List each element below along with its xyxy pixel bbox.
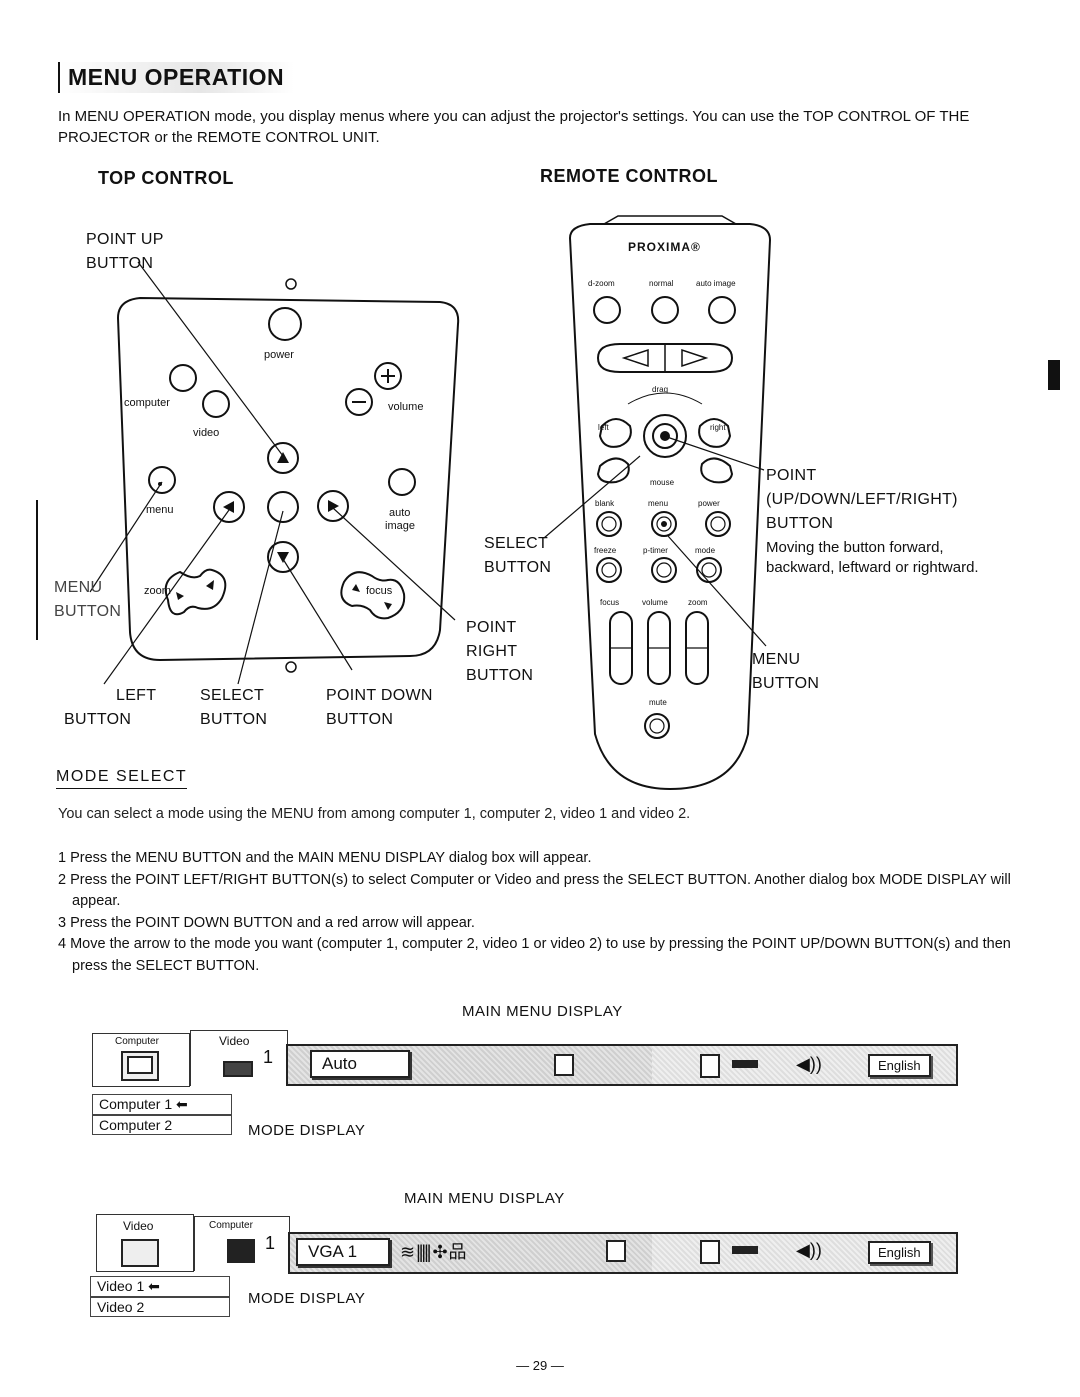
remote-left-label: left [598,423,609,432]
power-label: power [264,349,294,361]
intro-text: In MENU OPERATION mode, you display menu… [58,108,970,146]
step-item: 2 Press the POINT LEFT/RIGHT BUTTON(s) t… [58,871,1011,910]
computer-label: computer [124,397,170,409]
callout-left-button: LEFT BUTTON [64,687,157,728]
remote-blank-label: blank [595,499,615,508]
screen-icon[interactable] [554,1054,574,1076]
remote-callout-lines [543,435,767,647]
zoom-label: zoom [144,585,171,597]
remote-mode-label: mode [695,546,716,555]
mode-display-label-1: MODE DISPLAY [248,1122,366,1139]
top-panel-outline [116,296,460,662]
auto-label: auto [389,507,411,519]
remote-focus-label: focus [600,598,620,607]
projector-icon[interactable] [732,1246,758,1254]
mode-display-label-2: MODE DISPLAY [248,1290,366,1307]
language-button-2[interactable]: English [868,1241,931,1264]
auto-image-button [388,468,416,496]
remote-brand: PROXIMA® [628,240,701,254]
projector-icon[interactable] [732,1060,758,1068]
mode-field-2[interactable]: VGA 1 [296,1238,390,1266]
video-label: video [193,427,220,439]
computer-button [169,364,197,392]
remote-mute-label: mute [649,698,667,707]
vcr-icon [121,1239,159,1267]
page-number: — 29 — [516,1358,564,1373]
remote-drag-label: drag [652,385,669,394]
vcr-icon [223,1061,253,1077]
callout-remote-select: SELECT BUTTON [484,535,552,576]
video-button [202,390,230,418]
screen-icon[interactable] [700,1240,720,1264]
mode-option[interactable]: Video 2 [90,1297,230,1317]
callout-menu-button: MENU BUTTON [54,579,122,620]
menu-label: menu [146,504,174,516]
remote-control-heading: REMOTE CONTROL [540,166,718,186]
margin-tab [1048,360,1060,390]
mode-option[interactable]: Computer 1 ⬅ [92,1094,232,1115]
remote-zoom-label: zoom [688,598,708,607]
remote-mouse-label: mouse [650,478,675,487]
remote-ptimer-label: p-timer [643,546,668,555]
margin-bar [36,500,38,640]
remote-power-label: power [698,499,720,508]
selection-arrow-icon: ⬅ [176,1096,188,1112]
mode-option[interactable]: Video 1 ⬅ [90,1276,230,1297]
remote-dzoom-label: d-zoom [588,279,615,288]
mode-select-steps: 1 Press the MENU BUTTON and the MAIN MEN… [58,848,1018,977]
remote-freeze-label: freeze [594,546,617,555]
computer-icon [121,1051,159,1081]
mode-list-1: Computer 1 ⬅ Computer 2 [92,1094,232,1135]
remote-normal-label: normal [649,279,674,288]
tab-computer[interactable]: Computer 1 [194,1216,290,1271]
main-menu-label-1: MAIN MENU DISPLAY [462,1003,623,1020]
step-item: 4 Move the arrow to the mode you want (c… [58,936,1011,974]
adjust-icons[interactable]: ≋ ||||| ✣ 品 [400,1242,467,1262]
mode-option[interactable]: Computer 2 [92,1115,232,1135]
tab-video-active[interactable]: Video [96,1214,194,1272]
mode-field-1[interactable]: Auto [310,1050,410,1078]
language-button-1[interactable]: English [868,1054,931,1077]
image-label: image [385,520,415,532]
main-menu-label-2: MAIN MENU DISPLAY [404,1190,565,1207]
mode-select-heading: MODE SELECT [56,768,188,789]
callout-select-button: SELECT BUTTON [200,687,268,728]
tab-computer-active[interactable]: Computer [92,1033,190,1087]
selection-arrow-icon: ⬅ [148,1278,160,1294]
remote-right-label: right [710,423,726,432]
callout-remote-point: POINT (UP/DOWN/LEFT/RIGHT) BUTTON [766,467,958,532]
step-item: 3 Press the POINT DOWN BUTTON and a red … [58,914,475,931]
tab-video[interactable]: Video 1 [190,1030,288,1086]
zoom-rocker [164,568,227,616]
remote-volume-label: volume [642,598,668,607]
mode-list-2: Video 1 ⬅ Video 2 [90,1276,230,1317]
top-control-heading: TOP CONTROL [98,168,234,188]
volume-icon[interactable]: ◀)) [796,1240,822,1260]
callout-point-right: POINT RIGHT BUTTON [466,619,534,684]
volume-icon[interactable]: ◀)) [796,1054,822,1074]
remote-menu-label: menu [648,499,669,508]
screen-icon[interactable] [606,1240,626,1262]
volume-label: volume [388,401,424,413]
top-control-diagram [89,261,460,685]
mode-select-intro: You can select a mode using the MENU fro… [58,806,691,822]
callout-point-down: POINT DOWN BUTTON [326,687,433,728]
select-button [267,491,299,523]
computer-icon [227,1239,255,1263]
page-title: MENU OPERATION [58,62,295,93]
callout-remote-point-desc: Moving the button forward, backward, lef… [766,539,979,576]
screen-icon[interactable] [700,1054,720,1078]
remote-auto-image-label: auto image [696,279,736,288]
power-button [268,307,302,341]
callout-point-up: POINT UP BUTTON [86,231,164,272]
menu-button [148,466,176,494]
callout-remote-menu: MENU BUTTON [752,651,820,692]
focus-label: focus [366,585,393,597]
step-item: 1 Press the MENU BUTTON and the MAIN MEN… [58,850,592,866]
